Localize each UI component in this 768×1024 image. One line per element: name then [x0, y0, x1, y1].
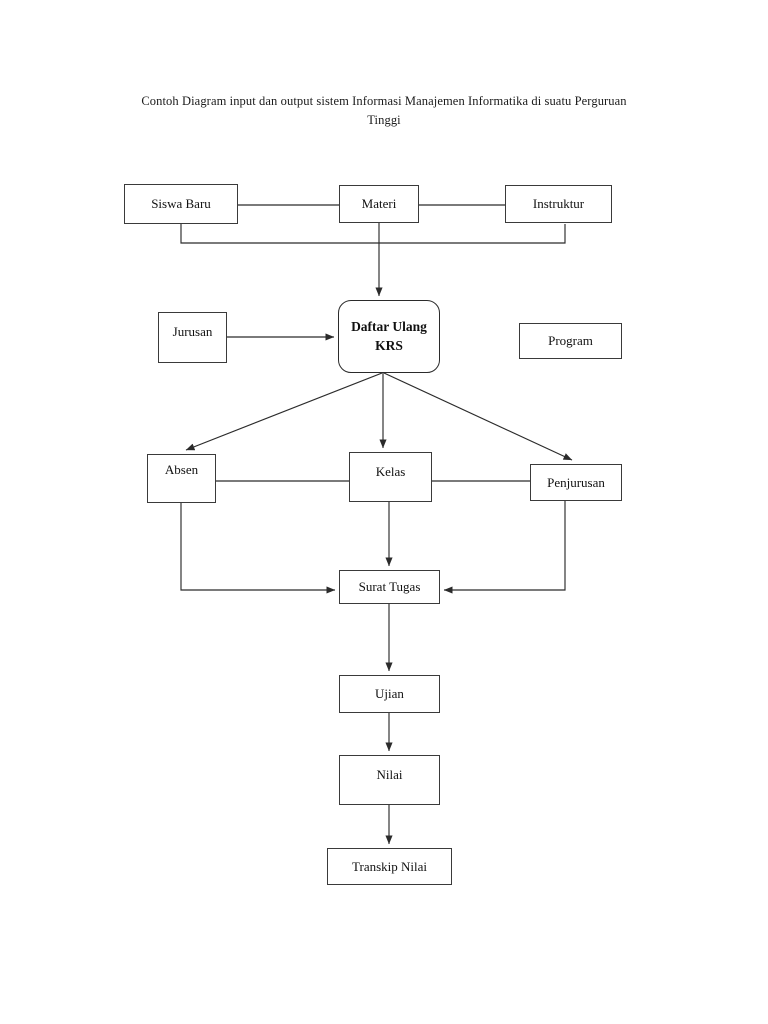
node-label-jurusan: Jurusan	[172, 324, 213, 339]
node-label-penjurusan: Penjurusan	[547, 474, 605, 490]
edge-daftarulang-penjurusan	[383, 372, 573, 461]
diagram-title: Contoh Diagram input dan output sistem I…	[141, 94, 627, 128]
node-label-materi: Materi	[361, 196, 397, 211]
node-absen[interactable]: Absen	[147, 454, 216, 503]
node-jurusan[interactable]: Jurusan	[158, 312, 227, 363]
edge-siswabaru-bus	[180, 224, 379, 244]
node-ujian[interactable]: Ujian	[339, 675, 440, 713]
node-label-program: Program	[548, 333, 593, 348]
node-label-ujian: Ujian	[375, 686, 404, 701]
node-instruktur[interactable]: Instruktur	[505, 185, 612, 223]
node-transkip-nilai[interactable]: Transkip Nilai	[327, 848, 452, 885]
node-label-surat-tugas: Surat Tugas	[358, 579, 421, 594]
node-siswa-baru[interactable]: Siswa Baru	[124, 184, 238, 224]
edge-penjurusan-surattugas	[443, 501, 566, 594]
node-kelas[interactable]: Kelas	[349, 452, 432, 502]
node-label-transkip-nilai: Transkip Nilai	[352, 858, 427, 874]
node-label-kelas: Kelas	[375, 464, 406, 479]
node-label-absen: Absen	[164, 462, 199, 477]
node-penjurusan[interactable]: Penjurusan	[530, 464, 622, 501]
node-nilai[interactable]: Nilai	[339, 755, 440, 805]
node-label-instruktur: Instruktur	[532, 196, 585, 211]
node-label-nilai: Nilai	[376, 767, 403, 782]
node-daftar-ulang-krs[interactable]: Daftar Ulang KRS	[338, 300, 440, 373]
edge-instruktur-bus	[379, 224, 566, 244]
edge-daftarulang-absen	[185, 372, 383, 451]
node-label-daftar-ulang-krs: Daftar Ulang KRS	[351, 319, 427, 353]
node-materi[interactable]: Materi	[339, 185, 419, 223]
node-surat-tugas[interactable]: Surat Tugas	[339, 570, 440, 604]
node-program[interactable]: Program	[519, 323, 622, 359]
node-label-siswa-baru: Siswa Baru	[151, 196, 211, 211]
edge-absen-surattugas	[180, 503, 336, 594]
